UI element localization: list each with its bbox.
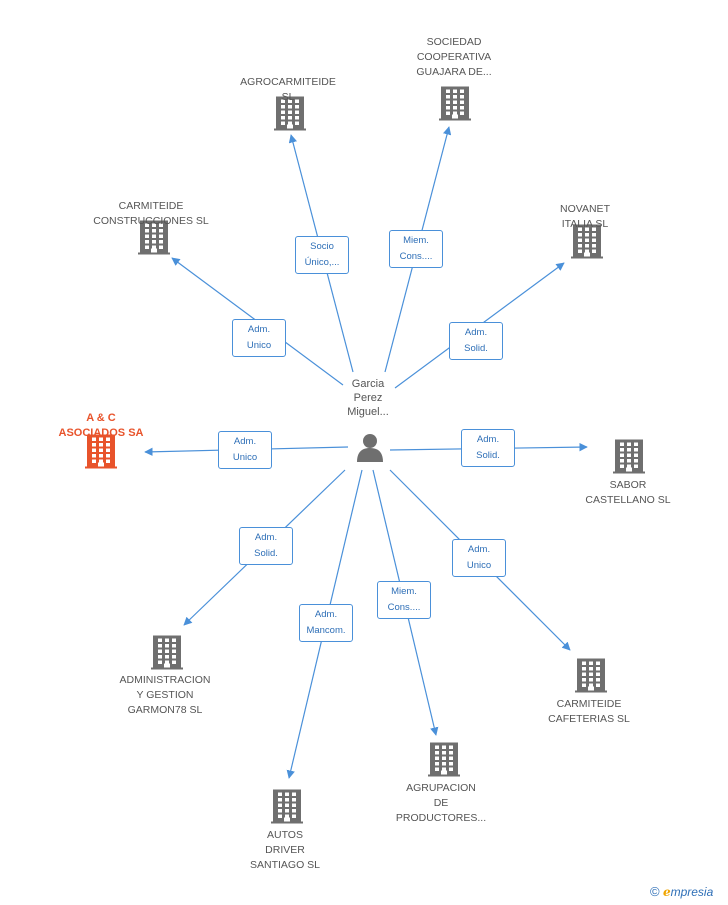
relation-label-carmiteide-construcciones[interactable]: Adm. Unico [232,319,286,357]
company-label-carmiteide-cafeterias[interactable]: CARMITEIDE CAFETERIAS SL [548,698,630,725]
building-icon [274,96,306,131]
company-label-agrupacion[interactable]: AGRUPACION DE PRODUCTORES... [395,782,487,824]
building-icon [439,86,471,121]
brand-initial: e [662,885,671,899]
company-label-carmiteide-construcciones[interactable]: CARMITEIDE CONSTRUCCIONES SL [93,200,209,227]
relation-label-autos[interactable]: Adm. Mancom. [299,604,353,642]
person-icon [357,434,383,462]
building-icon [138,220,170,255]
relation-label-administracion[interactable]: Adm. Solid. [239,527,293,565]
company-label-administracion[interactable]: ADMINISTRACION Y GESTION GARMON78 SL [119,674,211,716]
company-label-autos[interactable]: AUTOS DRIVER SANTIAGO SL [249,829,321,871]
building-icon [85,434,117,469]
relation-label-agrocarmiteide[interactable]: Socio Único,... [295,236,349,274]
company-label-agrocarmiteide[interactable]: AGROCARMITEIDE SL [240,76,336,103]
building-icon [151,635,183,670]
copyright-icon: © [650,884,660,899]
empresia-logo: © empresia [650,884,713,899]
relation-label-ayc[interactable]: Adm. Unico [218,431,272,469]
building-icon [271,789,303,824]
relation-label-novanet[interactable]: Adm. Solid. [449,322,503,360]
brand-name: mpresia [670,885,714,899]
center-person-label[interactable]: Garcia Perez Miguel... [347,378,389,418]
company-label-sabor[interactable]: SABOR CASTELLANO SL [585,479,671,506]
building-icon [428,742,460,777]
relation-label-sabor[interactable]: Adm. Solid. [461,429,515,467]
company-label-ayc[interactable]: A & C ASOCIADOS SA [58,412,144,439]
building-icon [613,439,645,474]
relation-label-sociedad[interactable]: Miem. Cons.... [389,230,443,268]
company-label-novanet[interactable]: NOVANET ITALIA SL [560,203,610,230]
relation-label-agrupacion[interactable]: Miem. Cons.... [377,581,431,619]
relation-label-carmiteide-cafeterias[interactable]: Adm. Unico [452,539,506,577]
building-icon [575,658,607,693]
company-label-sociedad[interactable]: SOCIEDAD COOPERATIVA GUAJARA DE... [416,36,492,78]
building-icon [571,224,603,259]
